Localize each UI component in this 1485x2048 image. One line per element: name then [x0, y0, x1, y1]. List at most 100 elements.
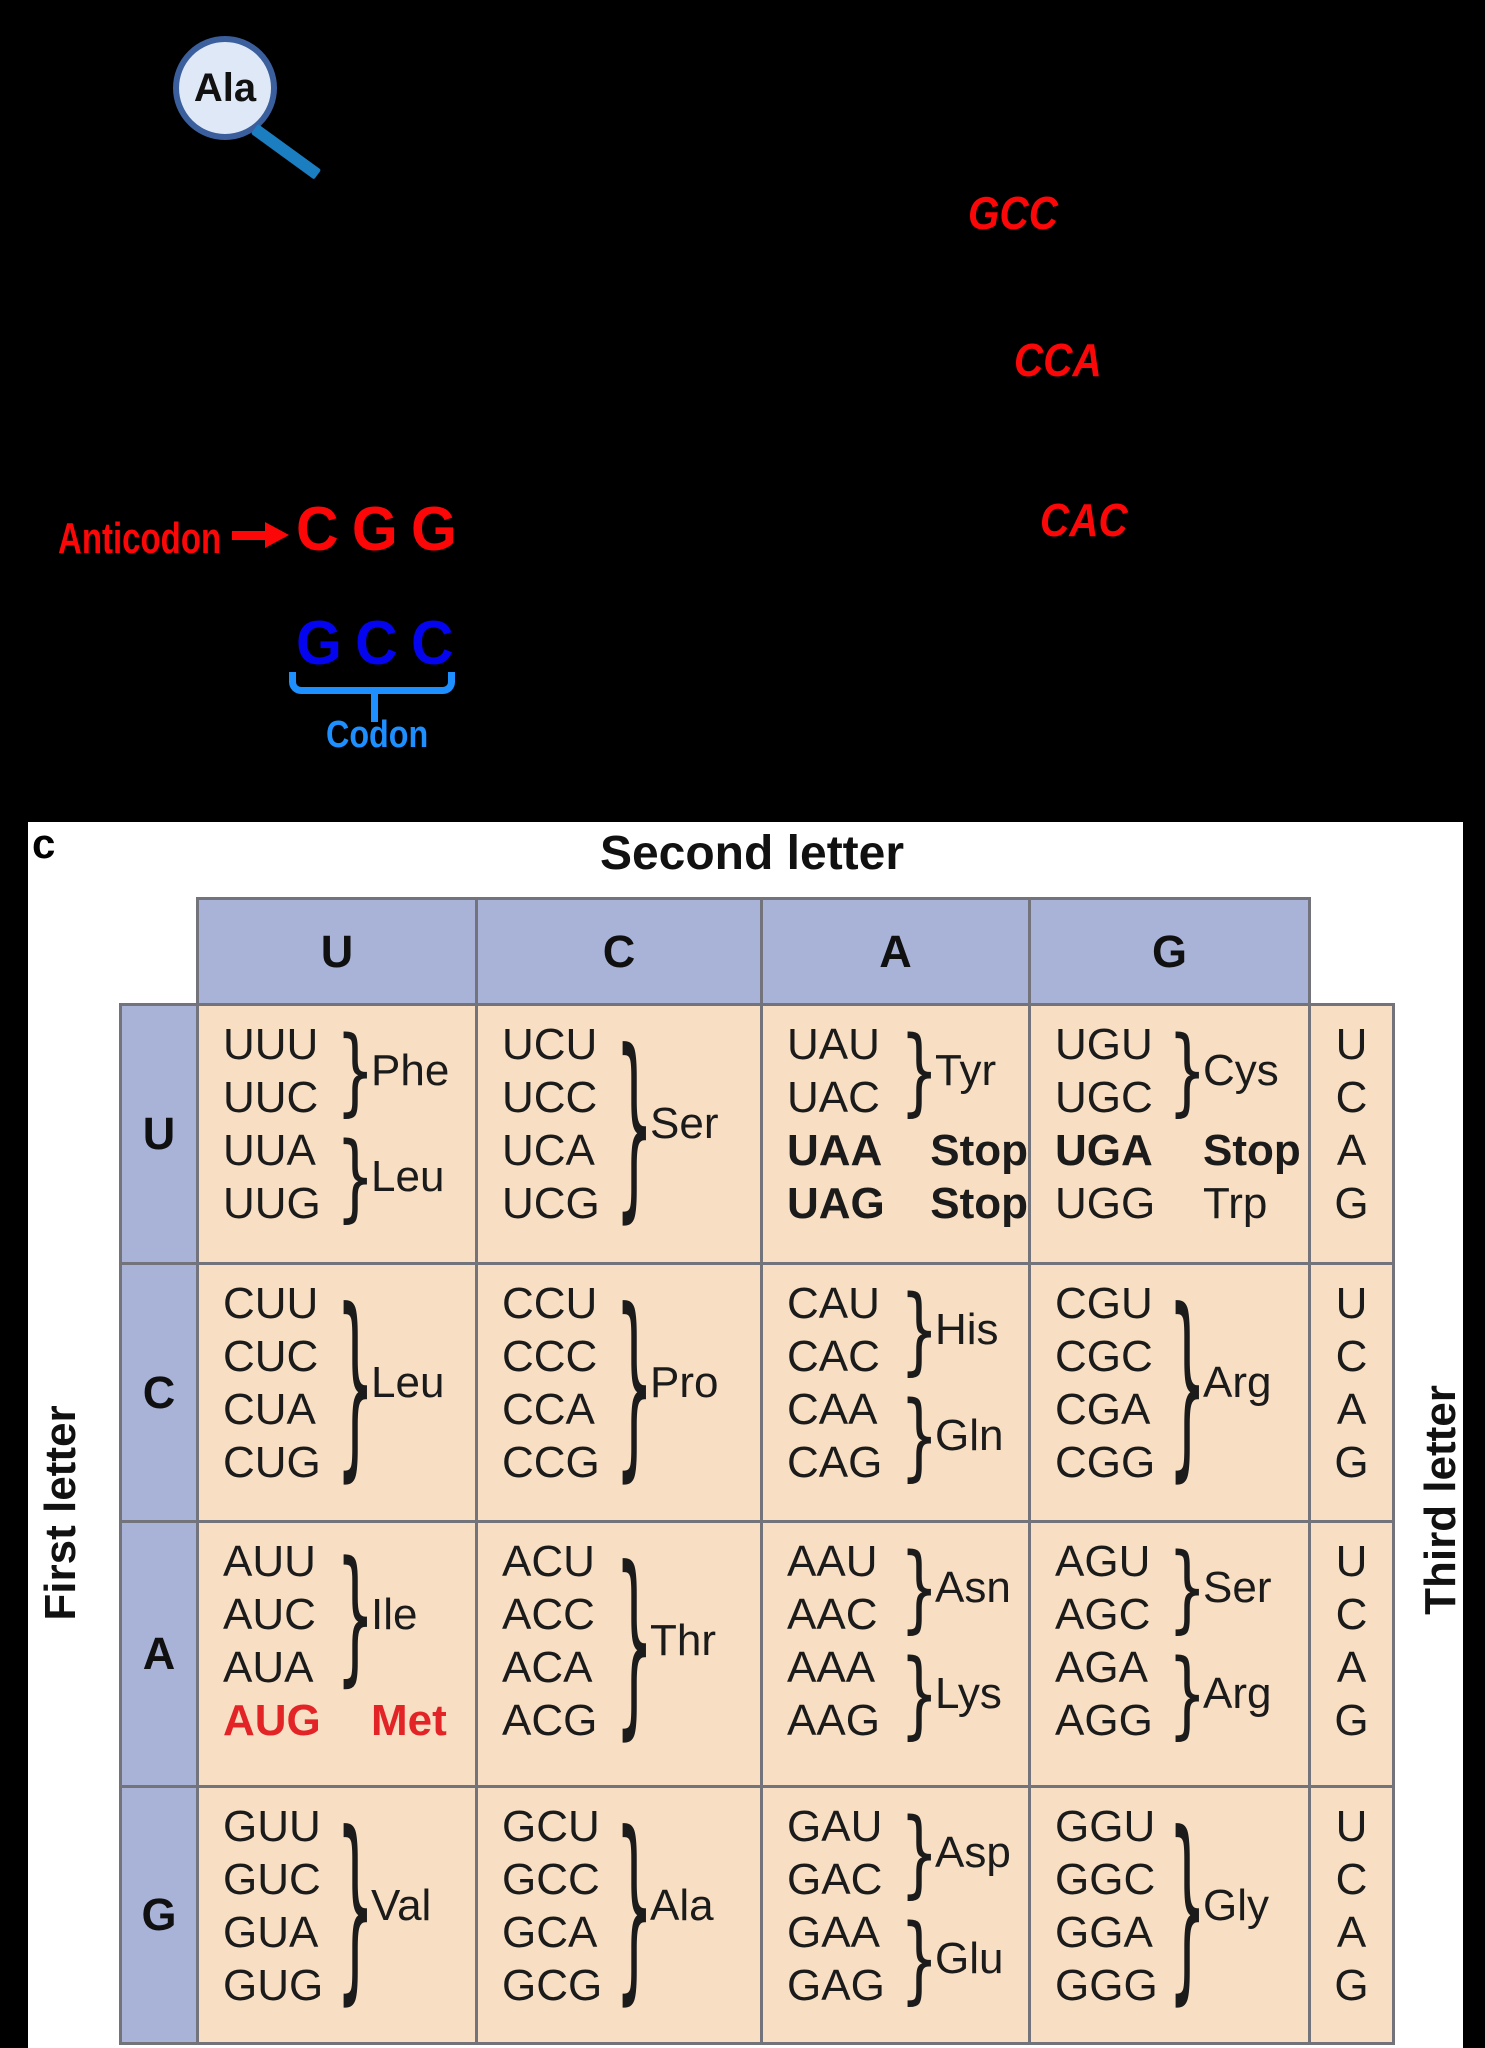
codon-text: ACG: [502, 1696, 598, 1745]
codon-text: GCC: [502, 1855, 600, 1904]
amino-acid-attachment-line: [250, 124, 322, 180]
codon-text: UAA: [787, 1126, 883, 1175]
codon-text: UAC: [787, 1073, 880, 1122]
amino-acid-circle: Ala: [173, 36, 277, 140]
codon-text: GGA: [1055, 1908, 1153, 1957]
codon-text: GAU: [787, 1802, 883, 1851]
amino-acid-name: Stop: [1203, 1126, 1301, 1175]
row-header-U: U: [119, 1003, 199, 1265]
codon-text: UUU: [223, 1020, 319, 1069]
acceptor-label-cac: CAC: [1040, 494, 1128, 546]
third-letter-text: A: [1336, 1385, 1367, 1434]
third-letter-text: C: [1335, 1073, 1368, 1122]
codon-text: AAU: [787, 1537, 878, 1586]
codon-text: UUA: [223, 1126, 316, 1175]
anticodon-label: Anticodon: [58, 514, 222, 563]
codon-text: AAG: [787, 1696, 880, 1745]
codon-label: Codon: [326, 714, 429, 756]
codon-text: AGG: [1055, 1696, 1153, 1745]
column-header-letter: G: [1151, 925, 1187, 977]
codon-text: UCA: [502, 1126, 595, 1175]
codon-text: CGA: [1055, 1385, 1151, 1434]
codon-bracket: [289, 672, 455, 694]
anticodon-sequence: CGG: [296, 495, 471, 564]
codon-text: GAC: [787, 1855, 883, 1904]
column-header-letter: U: [320, 925, 354, 977]
amino-acid-name: Val: [371, 1881, 432, 1930]
codon-text: GGG: [1055, 1961, 1158, 2010]
amino-acid-name: Gly: [1203, 1881, 1269, 1930]
codon-text: CAG: [787, 1438, 883, 1487]
codon-text: UAG: [787, 1179, 885, 1228]
third-letter-text: G: [1334, 1438, 1369, 1487]
codon-text: AUC: [223, 1590, 316, 1639]
amino-acid-name: Gln: [935, 1411, 1004, 1460]
codon-text: UCU: [502, 1020, 598, 1069]
amino-acid-name: Tyr: [935, 1046, 997, 1095]
third-letter-text: A: [1336, 1908, 1367, 1957]
codon-text: CUU: [223, 1279, 319, 1328]
amino-acid-name: Ser: [1203, 1563, 1272, 1612]
amino-acid-name: Cys: [1203, 1046, 1279, 1095]
third-letter-text: C: [1335, 1590, 1368, 1639]
amino-acid-name: Ala: [650, 1881, 714, 1930]
row-header-G: G: [119, 1785, 199, 2045]
amino-acid-name: Pro: [650, 1358, 719, 1407]
column-header-G: G: [1028, 897, 1311, 1006]
anticodon-arrow-head: [265, 522, 289, 548]
amino-acid-name: Asn: [935, 1563, 1011, 1612]
codon-text: CAC: [787, 1332, 880, 1381]
column-header-U: U: [196, 897, 478, 1006]
codon-text: GGC: [1055, 1855, 1156, 1904]
codon-text: GCU: [502, 1802, 600, 1851]
third-letter-text: U: [1335, 1537, 1368, 1586]
amino-acid-name: Leu: [371, 1358, 445, 1407]
amino-acid-name: Thr: [650, 1616, 716, 1665]
codon-text: GCA: [502, 1908, 598, 1957]
codon-text: UGG: [1055, 1179, 1156, 1228]
codon-text: AGU: [1055, 1537, 1151, 1586]
amino-acid-name: Ser: [650, 1099, 719, 1148]
codon-text: CAA: [787, 1385, 878, 1434]
amino-acid-name: His: [935, 1305, 999, 1354]
amino-acid-name: Lys: [935, 1669, 1002, 1718]
third-letter-text: C: [1335, 1855, 1368, 1904]
codon-text: GUU: [223, 1802, 321, 1851]
codon-text: UGC: [1055, 1073, 1153, 1122]
amino-acid-name: Arg: [1203, 1669, 1272, 1718]
amino-acid-label: Ala: [193, 65, 257, 110]
panel-letter: c: [32, 820, 56, 867]
codon-text: UGU: [1055, 1020, 1153, 1069]
amino-acid-name: Met: [371, 1696, 447, 1745]
row-header-A: A: [119, 1520, 199, 1788]
